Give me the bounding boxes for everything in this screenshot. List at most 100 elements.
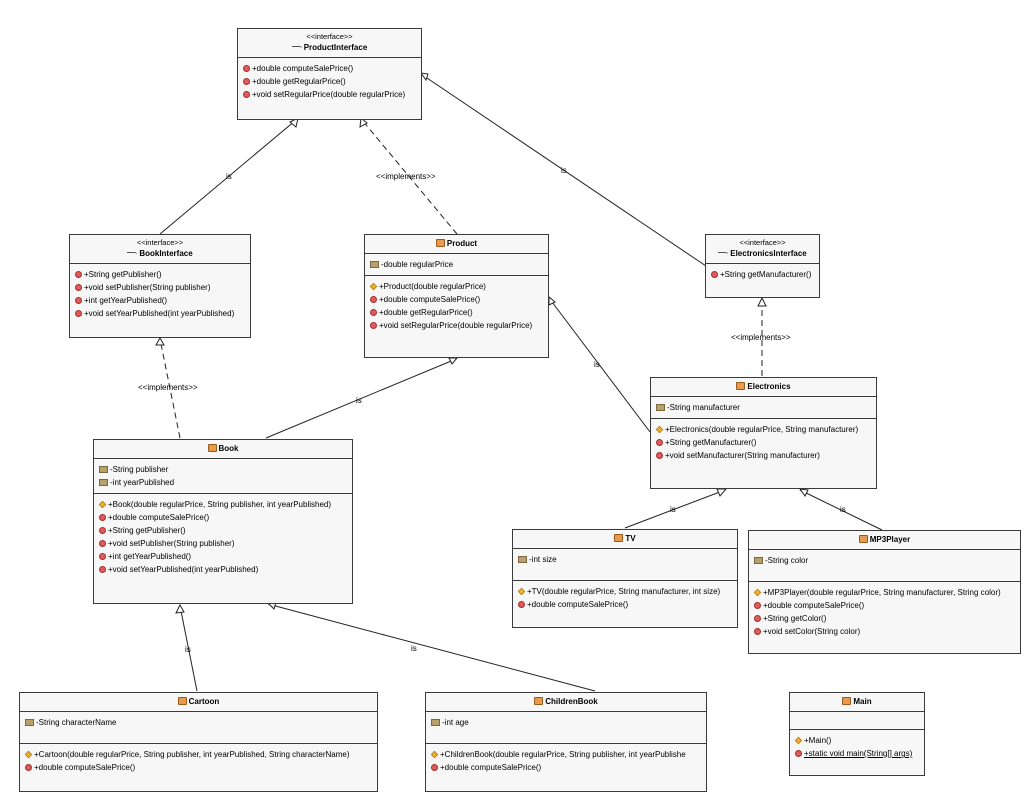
class-header: Electronics	[651, 378, 876, 397]
class-bookinterface[interactable]: <<interface>> BookInterface +String getP…	[69, 234, 251, 338]
class-header: <<interface>> ElectronicsInterface	[706, 235, 819, 264]
public-method-icon	[75, 297, 82, 304]
constructor-icon	[656, 425, 664, 434]
constructor-icon	[795, 736, 803, 745]
label-implements-electronics: <<implements>>	[731, 333, 791, 342]
constructor-row: +TV(double regularPrice, String manufact…	[518, 585, 733, 598]
edge-book-product	[265, 358, 457, 439]
public-method-icon	[711, 271, 718, 278]
arrowhead-electronics-right	[798, 488, 809, 497]
class-product[interactable]: Product -double regularPrice +Product(do…	[364, 234, 549, 358]
methods-section: +Electronics(double regularPrice, String…	[651, 418, 876, 466]
class-icon	[842, 697, 852, 705]
constructor-icon	[25, 750, 33, 759]
arrowhead-electronicsinterface	[757, 296, 767, 307]
constructor-row: +Electronics(double regularPrice, String…	[656, 423, 872, 436]
arrowhead-product-bottom	[448, 357, 459, 365]
arrowhead-productinterface-mid	[359, 117, 368, 128]
edge-product-productinterface	[361, 119, 458, 235]
public-method-icon	[99, 553, 106, 560]
edge-childrenbook-book	[267, 603, 596, 692]
method-row: +int getYearPublished()	[99, 550, 348, 563]
constructor-row: +MP3Player(double regularPrice, String m…	[754, 586, 1016, 599]
field-row: -String manufacturer	[656, 401, 872, 414]
label-is-electronics-product: is	[594, 360, 600, 369]
class-name: MP3Player	[751, 534, 1018, 545]
class-name: Electronics	[653, 381, 874, 392]
fields-section: -String manufacturer	[651, 397, 876, 418]
method-row: +void setYearPublished(int yearPublished…	[75, 307, 246, 320]
field-row: -String publisher	[99, 463, 348, 476]
field-row: -int age	[431, 716, 702, 729]
public-method-icon	[370, 309, 377, 316]
class-icon	[736, 382, 746, 390]
class-childrenbook[interactable]: ChildrenBook -int age +ChildrenBook(doub…	[425, 692, 707, 792]
class-header: MP3Player	[749, 531, 1020, 550]
constructor-row: +Product(double regularPrice)	[370, 280, 544, 293]
method-row: +void setRegularPrice(double regularPric…	[243, 88, 417, 101]
constructor-icon	[754, 588, 762, 597]
class-icon	[614, 534, 624, 542]
method-row: +void setRegularPrice(double regularPric…	[370, 319, 544, 332]
method-row: +void setPublisher(String publisher)	[99, 537, 348, 550]
label-is-tv: is	[670, 505, 676, 514]
method-row: +double computeSalePrice()	[431, 761, 702, 774]
method-row: +double computeSalePrice()	[99, 511, 348, 524]
arrowhead-electronics-left	[716, 488, 728, 497]
public-method-icon	[243, 78, 250, 85]
class-cartoon[interactable]: Cartoon -String characterName +Cartoon(d…	[19, 692, 378, 792]
private-field-icon	[25, 719, 34, 726]
edge-book-bookinterface	[159, 338, 181, 439]
methods-section: +MP3Player(double regularPrice, String m…	[749, 581, 1020, 642]
public-method-icon	[795, 750, 802, 757]
class-electronicsinterface[interactable]: <<interface>> ElectronicsInterface +Stri…	[705, 234, 820, 298]
class-header: Main	[790, 693, 924, 712]
constructor-icon	[518, 587, 526, 596]
class-icon	[207, 444, 217, 452]
class-name: ChildrenBook	[428, 696, 704, 707]
class-book[interactable]: Book -String publisher -int yearPublishe…	[93, 439, 353, 604]
class-name: Product	[367, 238, 546, 249]
class-icon	[858, 535, 868, 543]
constructor-row: +Book(double regularPrice, String publis…	[99, 498, 348, 511]
fields-section: -String characterName	[20, 712, 377, 743]
method-row: +String getPublisher()	[75, 268, 246, 281]
field-row: -int yearPublished	[99, 476, 348, 489]
class-header: Book	[94, 440, 352, 459]
constructor-row: +Main()	[795, 734, 920, 747]
class-main[interactable]: Main +Main() +static void main(String[] …	[789, 692, 925, 776]
class-mp3player[interactable]: MP3Player -String color +MP3Player(doubl…	[748, 530, 1021, 654]
class-electronics[interactable]: Electronics -String manufacturer +Electr…	[650, 377, 877, 489]
public-method-icon	[99, 540, 106, 547]
method-row: +double getRegularPrice()	[243, 75, 417, 88]
constructor-icon	[370, 282, 378, 291]
method-row: +double getRegularPrice()	[370, 306, 544, 319]
methods-section: +ChildrenBook(double regularPrice, Strin…	[426, 743, 706, 778]
method-row: +void setColor(String color)	[754, 625, 1016, 638]
class-productinterface[interactable]: <<interface>> ProductInterface +double c…	[237, 28, 422, 120]
class-header: TV	[513, 530, 737, 549]
methods-section: +double computeSalePrice() +double getRe…	[238, 58, 421, 105]
fields-section: -int size	[513, 549, 737, 580]
fields-section: -int age	[426, 712, 706, 743]
label-implements-book: <<implements>>	[138, 383, 198, 392]
stereotype-label: <<interface>>	[136, 238, 184, 247]
method-row: +String getPublisher()	[99, 524, 348, 537]
class-header: Cartoon	[20, 693, 377, 712]
method-row: +double computeSalePrice()	[243, 62, 417, 75]
interface-icon	[291, 46, 302, 51]
arrowhead-productinterface-left	[289, 117, 299, 128]
private-field-icon	[754, 557, 763, 564]
method-row: +double computeSalePrice()	[518, 598, 733, 611]
constructor-icon	[99, 500, 107, 509]
private-field-icon	[518, 556, 527, 563]
field-row: -String characterName	[25, 716, 373, 729]
method-row: +double computeSalePrice()	[754, 599, 1016, 612]
method-row: +double computeSalePrice()	[25, 761, 373, 774]
public-method-icon	[754, 615, 761, 622]
class-tv[interactable]: TV -int size +TV(double regularPrice, St…	[512, 529, 738, 628]
arrowhead-productinterface-right	[419, 72, 429, 82]
public-method-icon	[25, 764, 32, 771]
field-row: -double regularPrice	[370, 258, 544, 271]
